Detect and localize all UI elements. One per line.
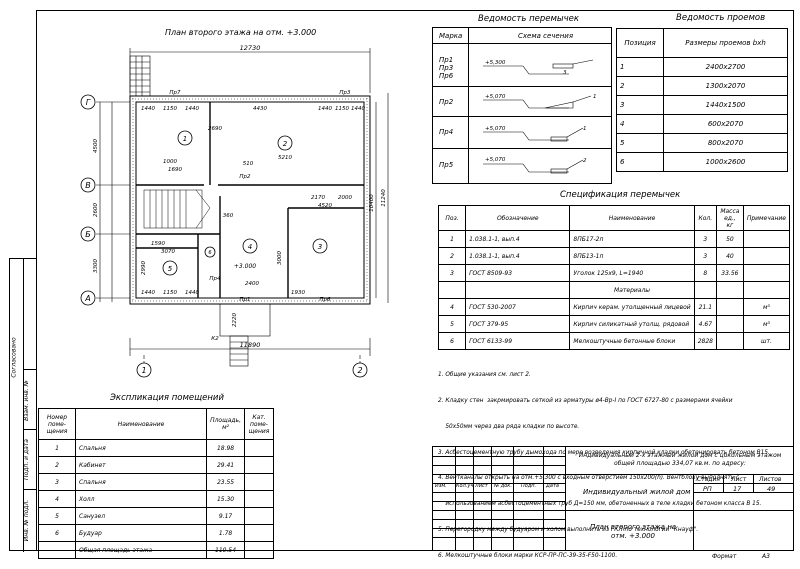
dim-right-1: 11240	[381, 189, 387, 207]
side-stamp-replace: Взам. инв. №	[22, 380, 30, 421]
axis-a: А	[84, 294, 90, 303]
svg-text:1930: 1930	[291, 290, 305, 296]
floor-plan: Г В Б А 1 2 1 2 3 4 5 6 12730 11890 4500…	[80, 44, 389, 378]
explication-total-label: Общая площадь этажа	[74, 541, 208, 559]
openings-title: Ведомость проемов	[676, 13, 766, 23]
side-stamp-sign: Подп. и дата	[22, 439, 30, 480]
svg-text:1150: 1150	[335, 106, 349, 112]
dim-top: 12730	[240, 44, 261, 52]
svg-text:1440: 1440	[351, 106, 365, 112]
room-2: 2	[283, 140, 288, 148]
svg-text:2690: 2690	[208, 126, 222, 132]
svg-text:5210: 5210	[278, 155, 292, 161]
lintels-title: Ведомость перемычек	[478, 14, 580, 24]
svg-text:360: 360	[223, 213, 234, 219]
svg-text:2170: 2170	[311, 195, 325, 201]
room-4: 4	[248, 243, 252, 251]
drawing-frame	[36, 10, 794, 551]
dim-left-3: 3300	[93, 259, 99, 273]
svg-text:Пр6: Пр6	[319, 297, 331, 303]
lintel-sections	[483, 59, 594, 174]
axis-2: 2	[357, 366, 362, 375]
plan-title: План второго этажа на отм. +3.000	[165, 28, 317, 37]
svg-text:2400: 2400	[245, 281, 259, 287]
svg-text:Пр1: Пр1	[239, 297, 250, 303]
room-1: 1	[183, 135, 187, 143]
stamp-stage: РП	[703, 485, 712, 493]
spec-table: Поз. Обозначение Наименование Кол. Масса…	[437, 205, 791, 350]
svg-text:2220: 2220	[232, 313, 238, 327]
svg-text:3000: 3000	[277, 251, 283, 265]
room-5: 5	[168, 265, 173, 273]
lintels-header-mark: Марка	[439, 32, 463, 40]
lintels-mark-4: Пр5	[439, 161, 454, 169]
dim-left-2: 2600	[93, 203, 99, 217]
svg-text:4520: 4520	[318, 203, 332, 209]
explication-total-value: 110.54	[206, 541, 245, 559]
format-label: Формат	[712, 553, 737, 560]
svg-text:1440: 1440	[141, 106, 155, 112]
stamp-project: Индивидуальный 2-х этажный жилой дом с ц…	[578, 452, 782, 467]
axis-v: В	[85, 181, 91, 190]
stamp-object: Индивидуальный жилой дом	[583, 488, 691, 496]
mark-level: +3.000	[234, 263, 256, 270]
format-value: А3	[762, 553, 770, 560]
svg-text:1440: 1440	[141, 290, 155, 296]
svg-text:2000: 2000	[338, 195, 352, 201]
room-3: 3	[318, 243, 322, 251]
svg-text:1690: 1690	[168, 167, 182, 173]
lintels-header-scheme: Схема сечения	[518, 32, 574, 40]
svg-text:Пр4: Пр4	[209, 276, 221, 282]
stamp-sheet: 17	[733, 485, 742, 493]
explication-table: Номер поме-щения Наименование Площадь, м…	[38, 408, 274, 559]
side-stamp-inv: Инв. № подл.	[23, 499, 31, 542]
dim-left-1: 4500	[93, 139, 99, 153]
explication-title: Экспликация помещений	[110, 393, 224, 403]
room-6: 6	[208, 250, 211, 256]
stamp-sheets: 49	[767, 485, 776, 493]
dim-right-2: 10400	[369, 194, 375, 212]
dim-bottom: 11890	[240, 341, 261, 349]
svg-text:1590: 1590	[151, 241, 165, 247]
lintels-mark-3: Пр4	[439, 128, 454, 136]
lintels-table: Марка Схема сечения Пр1 Пр3 Пр6 Пр2 Пр4 …	[432, 27, 612, 184]
svg-text:3070: 3070	[161, 249, 175, 255]
svg-text:1440: 1440	[318, 106, 332, 112]
svg-text:1440: 1440	[185, 106, 199, 112]
svg-text:1150: 1150	[163, 290, 177, 296]
spec-section-materials: Материалы	[569, 281, 695, 299]
k2-label: К2	[211, 336, 219, 342]
svg-text:Пр2: Пр2	[239, 174, 251, 180]
svg-text:1440: 1440	[185, 290, 199, 296]
side-stamp: Согласовано Взам. инв. № Подп. и дата Ин…	[9, 258, 37, 552]
lintels-mark-2: Пр2	[439, 98, 454, 106]
svg-text:4430: 4430	[253, 106, 267, 112]
spec-title: Спецификация перемычек	[560, 190, 681, 200]
lintels-mark-1: Пр1 Пр3 Пр6	[439, 56, 454, 80]
svg-text:510: 510	[243, 161, 254, 167]
svg-text:Пр3: Пр3	[339, 90, 351, 96]
svg-text:2990: 2990	[141, 261, 147, 275]
general-notes: 1. Общие указания см. лист 2. 2. Кладку …	[438, 372, 770, 559]
svg-text:1000: 1000	[163, 159, 177, 165]
axis-1: 1	[141, 366, 146, 375]
axis-g: Г	[86, 98, 91, 107]
stamp-sheet-title: План второго этажа на отм. +3.000	[589, 523, 677, 540]
svg-text:1150: 1150	[163, 106, 177, 112]
axis-b: Б	[85, 230, 91, 239]
title-block: Изм. Кол.уч Лист № док. Подп. Дата Индив…	[432, 446, 794, 551]
side-stamp-agreed: Согласовано	[10, 337, 18, 378]
svg-text:Пр7: Пр7	[169, 90, 181, 96]
